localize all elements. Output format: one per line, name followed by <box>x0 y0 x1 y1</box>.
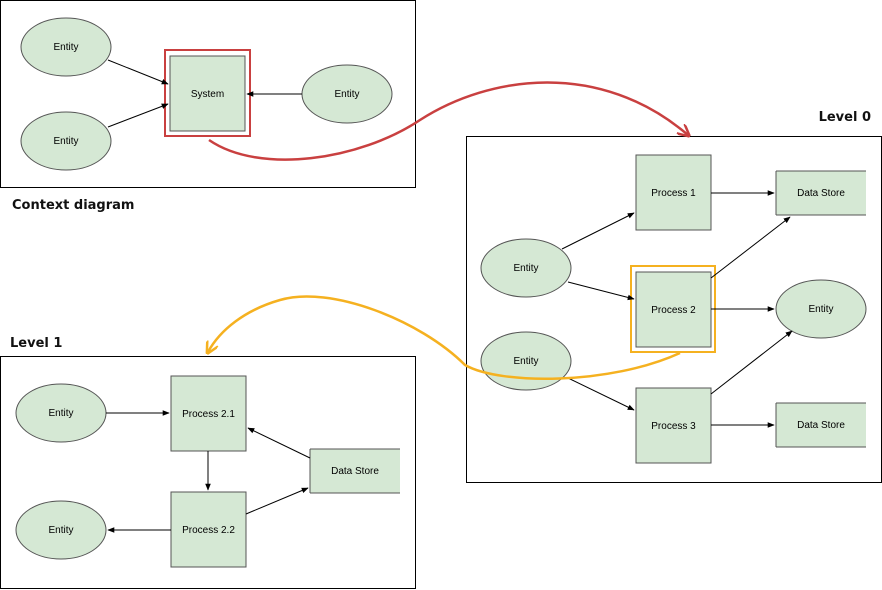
level0-title: Level 0 <box>819 110 871 125</box>
level1-data-store-label: Data Store <box>331 466 379 477</box>
context-entity-top-left-label: Entity <box>53 42 78 53</box>
level0-data-store-top[interactable]: Data Store <box>775 170 866 216</box>
context-entity-right[interactable]: Entity <box>301 64 393 124</box>
level0-entity-right[interactable]: Entity <box>775 279 867 339</box>
level1-panel: Level 1 Entity Entity Process 2.1 Proces… <box>0 336 416 589</box>
level0-flow-process-3-to-entity-right <box>710 330 793 395</box>
level1-entity-top[interactable]: Entity <box>15 383 107 443</box>
context-entity-bottom-left[interactable]: Entity <box>20 111 112 171</box>
level0-process-3[interactable]: Process 3 <box>635 387 712 464</box>
context-entity-top-left[interactable]: Entity <box>20 17 112 77</box>
level1-process-2-1-label: Process 2.1 <box>182 409 235 420</box>
level0-entity-bottom[interactable]: Entity <box>480 331 572 391</box>
red-curve-context-to-level0 <box>208 81 688 161</box>
context-diagram-panel: Entity Entity System Entity Context diag… <box>0 0 416 213</box>
context-system-label: System <box>191 89 224 100</box>
level0-data-store-top-label: Data Store <box>797 188 845 199</box>
level0-process-1[interactable]: Process 1 <box>635 154 712 231</box>
level1-data-store[interactable]: Data Store <box>309 448 400 494</box>
level1-process-2-1[interactable]: Process 2.1 <box>170 375 247 452</box>
level0-data-store-bottom[interactable]: Data Store <box>775 402 866 448</box>
context-flow-bottom-left-to-system <box>107 103 169 128</box>
context-flow-top-left-to-system <box>107 59 169 85</box>
level1-process-2-2[interactable]: Process 2.2 <box>170 491 247 568</box>
context-entity-right-label: Entity <box>334 89 359 100</box>
level0-flow-entity-top-to-process-1 <box>561 212 635 250</box>
context-entity-bottom-left-label: Entity <box>53 136 78 147</box>
level0-panel: Level 0 Entity Entity Process 1 Process … <box>466 110 882 483</box>
level0-entity-bottom-label: Entity <box>513 356 538 367</box>
level1-title: Level 1 <box>10 336 62 351</box>
context-system-process[interactable]: System <box>169 55 246 132</box>
level0-flow-entity-top-to-process-2 <box>567 281 635 301</box>
level0-process-1-label: Process 1 <box>651 188 696 199</box>
level0-flow-process-2-to-store-top <box>710 216 791 279</box>
level0-entity-top-label: Entity <box>513 263 538 274</box>
level0-process-3-label: Process 3 <box>651 421 696 432</box>
level1-entity-top-label: Entity <box>48 408 73 419</box>
level1-flow-process-2-2-to-data-store <box>245 487 309 515</box>
level0-flow-entity-bottom-to-process-3 <box>567 377 635 411</box>
orange-curve-level0-to-level1 <box>208 295 681 381</box>
level1-flow-data-store-to-process-2-1 <box>247 427 311 459</box>
level0-process-2[interactable]: Process 2 <box>635 271 712 348</box>
level1-process-2-2-label: Process 2.2 <box>182 525 235 536</box>
level0-process-2-label: Process 2 <box>651 305 696 316</box>
level1-entity-bottom[interactable]: Entity <box>15 500 107 560</box>
context-diagram-title: Context diagram <box>12 198 134 213</box>
level0-data-store-bottom-label: Data Store <box>797 420 845 431</box>
level1-entity-bottom-label: Entity <box>48 525 73 536</box>
level0-entity-right-label: Entity <box>808 304 833 315</box>
level0-entity-top[interactable]: Entity <box>480 238 572 298</box>
